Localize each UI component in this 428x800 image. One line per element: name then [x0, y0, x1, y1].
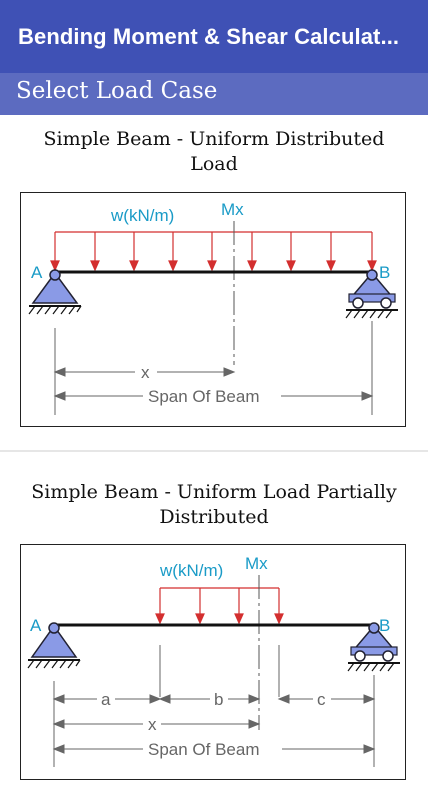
span-dimension: [53, 391, 374, 401]
load-case-title: Simple Beam - Uniform Distributed Load: [0, 127, 428, 177]
b-label: b: [214, 690, 223, 709]
beam-diagram-uniform-distributed: w(kN/m) Mx A B: [20, 192, 406, 427]
app-title: Bending Moment & Shear Calculat...: [18, 24, 400, 49]
moment-label: Mx: [221, 200, 244, 219]
section-header: Select Load Case: [0, 73, 428, 115]
a-label: a: [101, 690, 111, 709]
support-b-label: B: [379, 616, 390, 635]
span-dimension: [52, 744, 376, 754]
load-case-title-line1: Simple Beam - Uniform Distributed: [43, 128, 385, 150]
beam-diagram-svg: w(kN/m) Mx A B: [27, 554, 400, 767]
roller-support-b: [345, 269, 398, 319]
load-label: w(kN/m): [159, 561, 223, 580]
pin-support-a: [27, 622, 81, 669]
x-dimension: [53, 367, 236, 377]
load-arrows: [155, 588, 284, 625]
x-label: x: [141, 363, 150, 382]
beam-diagram-svg: w(kN/m) Mx A B: [28, 200, 398, 415]
support-b-label: B: [379, 263, 390, 282]
span-label: Span Of Beam: [148, 740, 260, 759]
x-dimension: [52, 719, 261, 729]
support-a-label: A: [30, 616, 42, 635]
load-case-title-line1: Simple Beam - Uniform Load Partially: [31, 481, 397, 503]
load-case-card-partial-uniform[interactable]: Simple Beam - Uniform Load Partially Dis…: [0, 452, 428, 800]
beam-diagram-partial-uniform: w(kN/m) Mx A B: [20, 544, 406, 780]
load-case-title: Simple Beam - Uniform Load Partially Dis…: [0, 480, 428, 530]
x-label: x: [148, 715, 157, 734]
card-divider: [0, 450, 428, 452]
load-case-title-line2: Distributed: [159, 506, 269, 528]
app-bar: Bending Moment & Shear Calculat...: [0, 0, 428, 73]
moment-label: Mx: [245, 554, 268, 573]
support-a-label: A: [31, 263, 43, 282]
abc-dimensions: [52, 694, 376, 704]
span-label: Span Of Beam: [148, 387, 260, 406]
roller-support-b: [347, 622, 400, 672]
c-label: c: [317, 690, 326, 709]
section-title: Select Load Case: [16, 78, 218, 104]
pin-support-a: [28, 269, 82, 315]
load-case-title-line2: Load: [190, 153, 238, 175]
load-case-card-uniform-distributed[interactable]: Simple Beam - Uniform Distributed Load w…: [0, 115, 428, 450]
load-arrows: [50, 232, 377, 272]
load-label: w(kN/m): [110, 206, 174, 225]
